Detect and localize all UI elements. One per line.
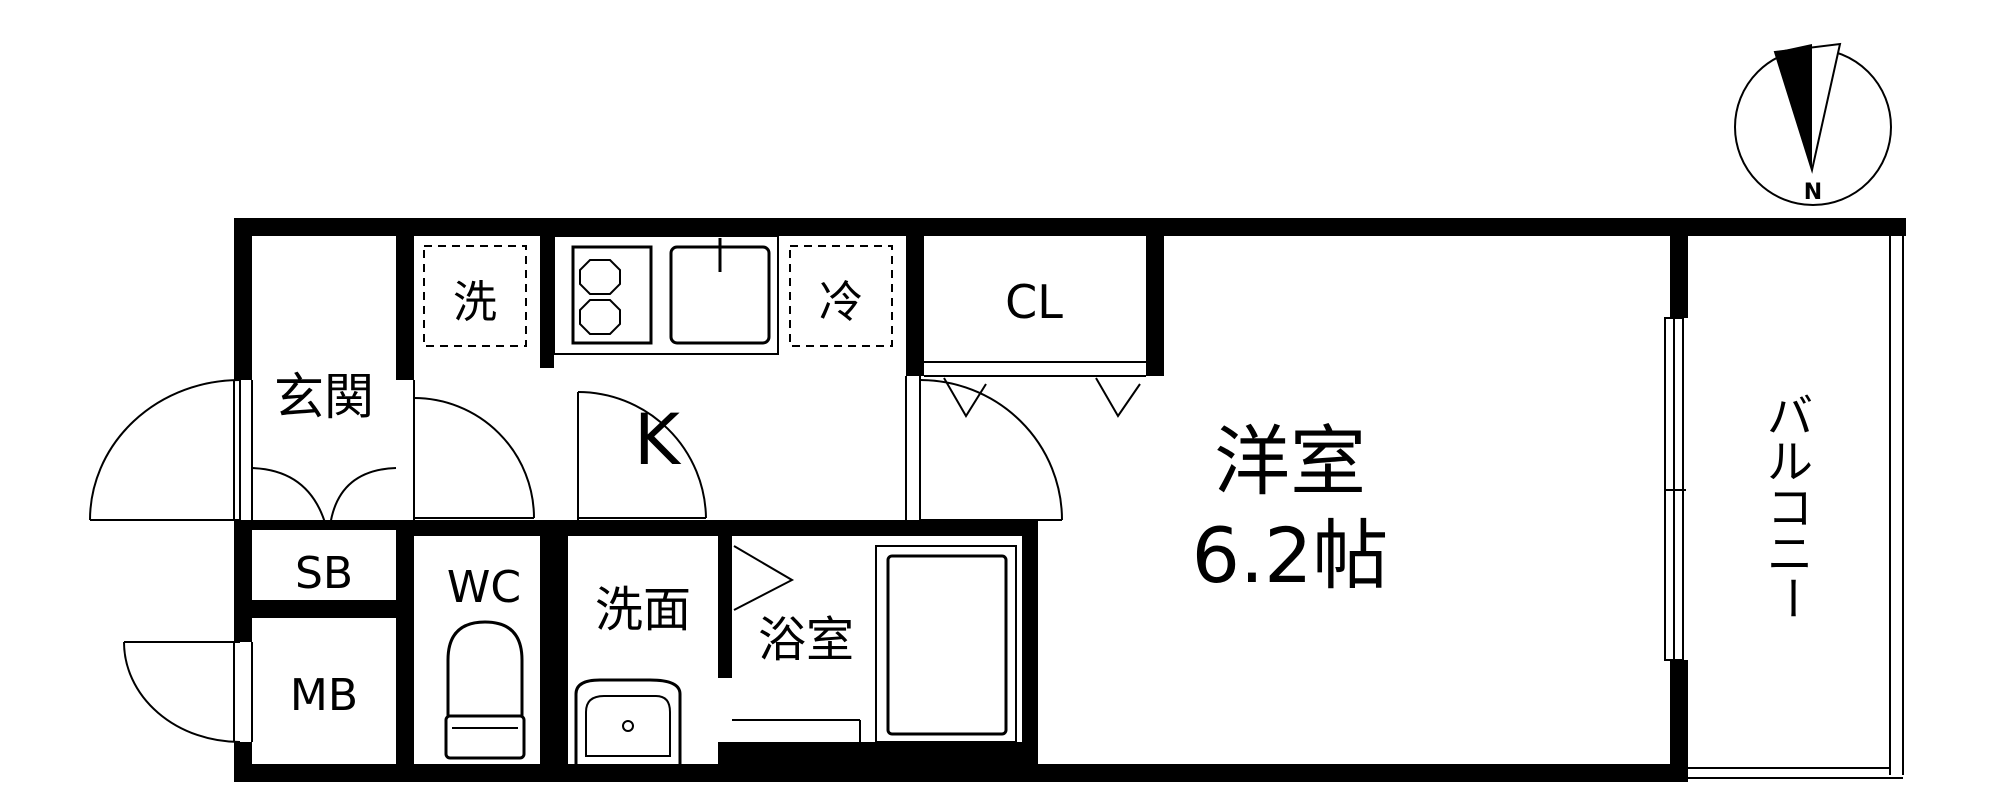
bathtub	[875, 545, 1017, 743]
label-washroom: 洗面	[595, 582, 691, 638]
label-bathroom: 浴室	[758, 612, 854, 668]
label-wc: WC	[447, 562, 521, 613]
label-mb: MB	[290, 670, 358, 721]
shoe-cabinet-doors[interactable]	[251, 467, 397, 527]
walls	[234, 218, 1906, 782]
toilet	[444, 620, 526, 760]
washbasin	[574, 678, 682, 764]
label-genkan: 玄関	[274, 368, 374, 426]
washroom-door[interactable]	[577, 391, 707, 520]
mb-door[interactable]	[123, 641, 253, 743]
label-western-room: 洋室	[1214, 417, 1366, 506]
closet-folding-doors[interactable]	[924, 361, 1146, 418]
washer-space	[423, 245, 527, 347]
label-closet: CL	[1005, 275, 1063, 329]
cooktop	[571, 245, 653, 345]
kitchen-entry-door[interactable]	[413, 380, 535, 520]
label-fridge: 冷	[819, 277, 863, 328]
fridge-space	[789, 245, 893, 347]
bath-step	[732, 719, 861, 742]
label-washer: 洗	[453, 277, 497, 328]
compass-icon: N	[1734, 42, 1892, 206]
svg-text:ル: ル	[1767, 435, 1813, 489]
bath-vanity-triangle	[733, 545, 795, 611]
svg-text:コ: コ	[1767, 481, 1813, 535]
label-kitchen: K	[634, 399, 682, 481]
label-sb: SB	[295, 548, 353, 599]
svg-text:ー: ー	[1765, 575, 1819, 621]
western-room-door[interactable]	[905, 376, 1063, 521]
svg-text:ニ: ニ	[1767, 527, 1813, 581]
svg-text:バ: バ	[1767, 389, 1813, 443]
entrance-door[interactable]	[89, 379, 253, 521]
compass-north-label: N	[1804, 180, 1822, 205]
label-balcony: バ ル コ ニ ー	[1765, 389, 1819, 621]
balcony-sliding-window	[1664, 317, 1686, 661]
label-western-room-size: 6.2帖	[1192, 511, 1389, 600]
kitchen-sink	[553, 235, 779, 355]
